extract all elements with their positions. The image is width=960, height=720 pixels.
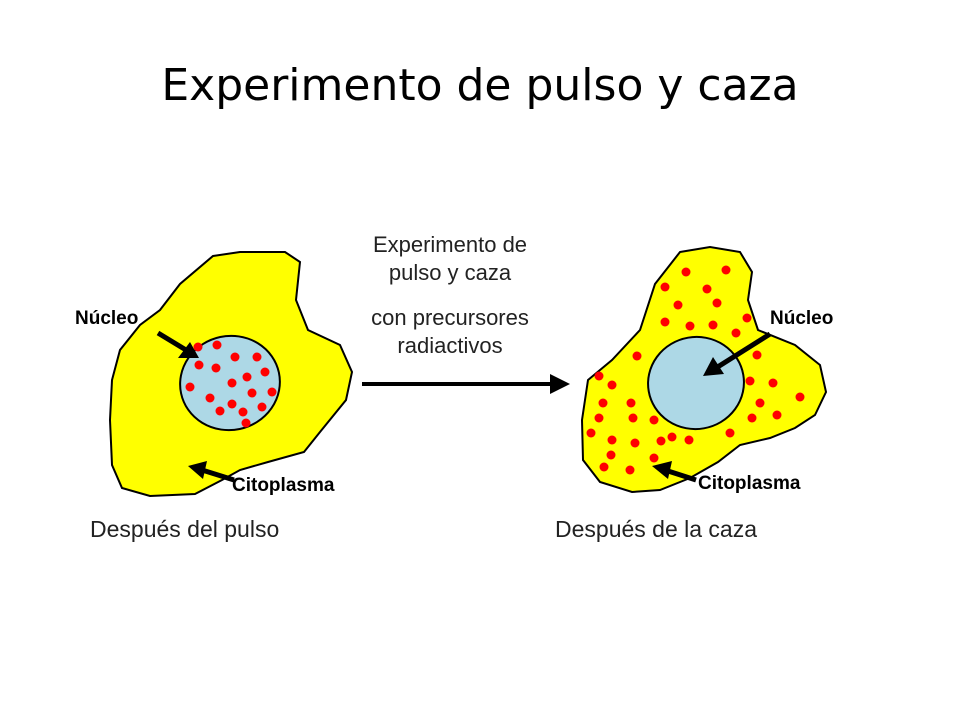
right-cell: Núcleo Citoplasma Después de la caza — [555, 245, 833, 542]
label-dot — [215, 406, 225, 416]
right-nucleus-label: Núcleo — [770, 308, 833, 329]
label-dot — [725, 428, 735, 438]
transition-arrow — [362, 374, 570, 394]
center-text-line: con precursores — [371, 305, 529, 330]
label-dot — [712, 298, 722, 308]
label-dot — [660, 317, 670, 327]
label-dot — [606, 450, 616, 460]
label-dot — [625, 465, 635, 475]
label-dot — [241, 418, 251, 428]
slide-title: Experimento de pulso y caza — [161, 60, 799, 111]
label-dot — [238, 407, 248, 417]
label-dot — [227, 378, 237, 388]
label-dot — [708, 320, 718, 330]
label-dot — [205, 393, 215, 403]
label-dot — [649, 453, 659, 463]
label-dot — [630, 438, 640, 448]
label-dot — [731, 328, 741, 338]
left-nucleus-arrow — [156, 330, 199, 358]
label-dot — [772, 410, 782, 420]
label-dot — [752, 350, 762, 360]
left-cell: Núcleo Citoplasma Después del pulso — [75, 251, 354, 542]
label-dot — [673, 300, 683, 310]
label-dot — [257, 402, 267, 412]
label-dot — [747, 413, 757, 423]
center-description: Experimento de pulso y caza con precurso… — [371, 232, 529, 358]
center-text-line: pulso y caza — [389, 260, 512, 285]
label-dot — [628, 413, 638, 423]
label-dot — [684, 435, 694, 445]
label-dot — [247, 388, 257, 398]
label-dot — [607, 435, 617, 445]
label-dot — [795, 392, 805, 402]
label-dot — [586, 428, 596, 438]
label-dot — [211, 363, 221, 373]
label-dot — [230, 352, 240, 362]
right-cell-nucleus — [647, 335, 745, 431]
label-dot — [212, 340, 222, 350]
label-dot — [742, 313, 752, 323]
center-text-line: Experimento de — [373, 232, 527, 257]
left-caption: Después del pulso — [90, 516, 279, 542]
label-dot — [649, 415, 659, 425]
label-dot — [594, 413, 604, 423]
label-dot — [721, 265, 731, 275]
center-text-line: radiactivos — [397, 333, 502, 358]
label-dot — [667, 432, 677, 442]
label-dot — [702, 284, 712, 294]
left-nucleus-label: Núcleo — [75, 308, 138, 329]
label-dot — [260, 367, 270, 377]
label-dot — [194, 360, 204, 370]
left-cytoplasm-label: Citoplasma — [232, 475, 335, 496]
label-dot — [267, 387, 277, 397]
label-dot — [594, 371, 604, 381]
right-caption: Después de la caza — [555, 516, 757, 542]
label-dot — [685, 321, 695, 331]
label-dot — [626, 398, 636, 408]
label-dot — [755, 398, 765, 408]
right-nucleus-arrow — [703, 331, 772, 376]
label-dot — [660, 282, 670, 292]
right-cytoplasm-label: Citoplasma — [698, 473, 801, 494]
right-cytoplasm-arrow — [652, 461, 697, 483]
label-dot — [193, 342, 203, 352]
left-cell-label-dots — [185, 340, 277, 428]
label-dot — [632, 351, 642, 361]
label-dot — [598, 398, 608, 408]
label-dot — [656, 436, 666, 446]
label-dot — [607, 380, 617, 390]
label-dot — [227, 399, 237, 409]
label-dot — [768, 378, 778, 388]
label-dot — [252, 352, 262, 362]
label-dot — [185, 382, 195, 392]
left-cytoplasm-arrow — [188, 461, 235, 483]
right-cell-label-dots — [586, 265, 805, 475]
label-dot — [681, 267, 691, 277]
label-dot — [242, 372, 252, 382]
label-dot — [599, 462, 609, 472]
label-dot — [745, 376, 755, 386]
